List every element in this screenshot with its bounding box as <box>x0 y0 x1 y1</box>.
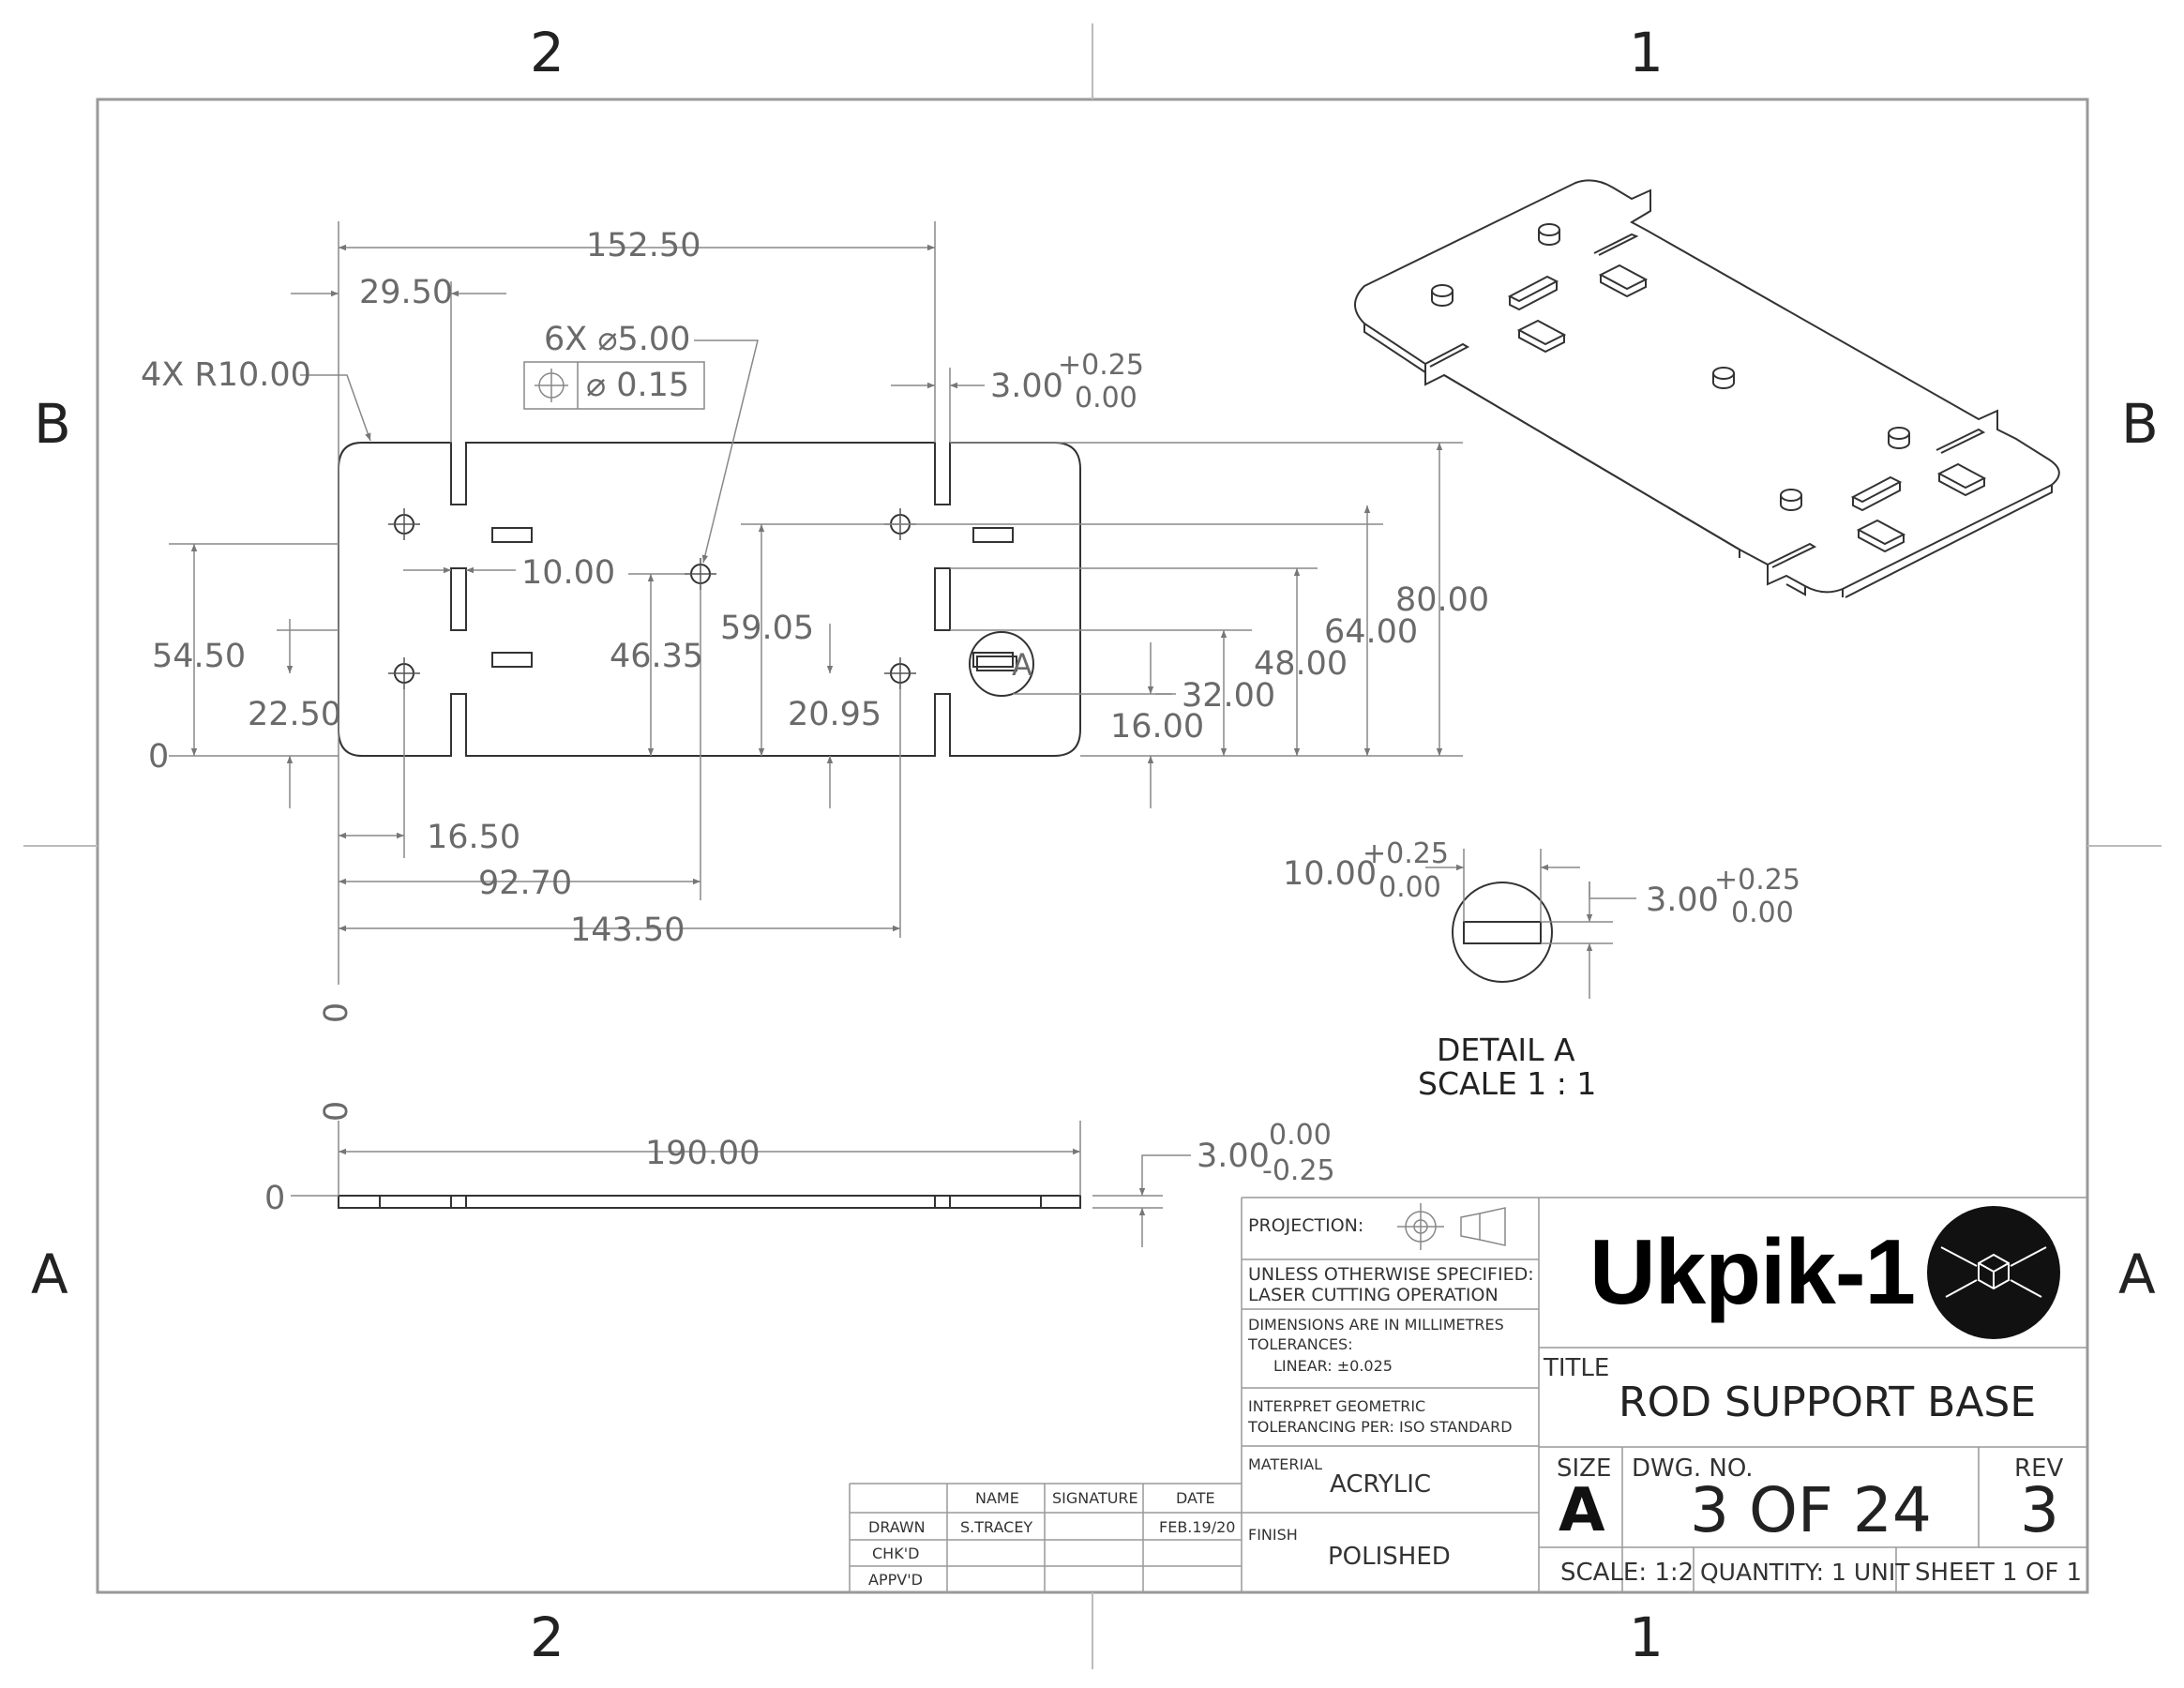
zone-label-left-a: A <box>31 1243 68 1306</box>
title-block-grid <box>849 1197 2087 1592</box>
dim-detail-slot-width: 10.00 <box>1283 855 1378 893</box>
dim-thickness: 3.00 <box>1197 1138 1270 1175</box>
drawing-title: ROD SUPPORT BASE <box>1619 1379 2037 1426</box>
position-tolerance-frame <box>523 361 705 410</box>
dim-side-datum-zero-top: 0 <box>318 1100 356 1123</box>
dim-datum-zero-left: 0 <box>148 738 170 776</box>
linear-tolerance: LINEAR: ±0.025 <box>1273 1357 1393 1375</box>
dimensions-note: DIMENSIONS ARE IN MILLIMETRES <box>1248 1316 1504 1334</box>
detail-a-scale: SCALE 1 : 1 <box>1418 1065 1597 1102</box>
dim-thickness-tol-lower: -0.25 <box>1262 1154 1335 1187</box>
detail-a-callout <box>969 631 1034 697</box>
dim-center-hole-x: 92.70 <box>478 865 573 902</box>
size-label: SIZE <box>1557 1454 1612 1483</box>
dim-slot-offset: 29.50 <box>359 274 454 311</box>
finish-value: POLISHED <box>1328 1543 1451 1571</box>
rev-label: REV <box>2014 1454 2064 1483</box>
drawing-number: 3 OF 24 <box>1690 1474 1932 1546</box>
geometric-note-2: TOLERANCING PER: ISO STANDARD <box>1248 1418 1513 1436</box>
projection-label: PROJECTION: <box>1248 1215 1364 1236</box>
dim-detail-height-tol-upper: +0.25 <box>1714 864 1800 897</box>
projection-symbol <box>1397 1203 1506 1250</box>
dim-overall-slot-span: 152.50 <box>586 227 701 264</box>
dim-overall-height: 80.00 <box>1395 581 1490 619</box>
dim-upper-hole-height: 59.05 <box>720 610 815 647</box>
signoff-role-checked: CHK'D <box>872 1545 920 1562</box>
detail-a-label: DETAIL A <box>1437 1032 1575 1068</box>
dim-hole-row-height: 54.50 <box>152 638 247 675</box>
dim-center-hole-height: 46.35 <box>610 638 704 675</box>
dim-side-datum-zero: 0 <box>264 1180 286 1217</box>
signoff-date-drawn: FEB.19/20 <box>1159 1518 1236 1536</box>
side-view-dimensions <box>291 1121 1191 1247</box>
dim-slot-length: 10.00 <box>521 554 616 592</box>
scale-value: SCALE: 1:2 <box>1560 1559 1694 1587</box>
dim-detail-width-tol-lower: 0.00 <box>1378 871 1441 904</box>
side-view-plate <box>338 1195 1081 1209</box>
dim-left-hole-x: 16.50 <box>427 819 521 856</box>
tolerances-label: TOLERANCES: <box>1248 1335 1353 1353</box>
dim-detail-width-tol-upper: +0.25 <box>1363 837 1449 870</box>
zone-label-top-2: 2 <box>530 21 565 84</box>
signoff-role-drawn: DRAWN <box>868 1518 926 1536</box>
signoff-header-signature: SIGNATURE <box>1052 1489 1138 1507</box>
signoff-name-drawn: S.TRACEY <box>960 1518 1033 1536</box>
revision-value: 3 <box>2020 1474 2059 1546</box>
zone-label-right-b: B <box>2121 392 2159 456</box>
top-view-plate <box>338 442 1081 757</box>
dim-slot-width-tol-upper: +0.25 <box>1058 349 1144 382</box>
finish-label: FINISH <box>1248 1526 1298 1544</box>
geometric-note-1: INTERPRET GEOMETRIC <box>1248 1397 1426 1415</box>
dim-hole-height-64: 64.00 <box>1324 613 1419 651</box>
title-label: TITLE <box>1544 1354 1610 1382</box>
dwg-no-label: DWG. NO. <box>1632 1454 1754 1483</box>
isometric-view <box>1354 179 2060 598</box>
spec-line-1: UNLESS OTHERWISE SPECIFIED: <box>1248 1264 1534 1285</box>
dim-thickness-tol-upper: 0.00 <box>1269 1119 1332 1152</box>
detail-a-tag: A <box>1012 647 1032 683</box>
dim-slot-width-tol-lower: 0.00 <box>1075 382 1137 414</box>
dim-right-lower-hole-height: 20.95 <box>788 696 882 733</box>
signoff-role-approved: APPV'D <box>868 1571 923 1589</box>
signoff-header-name: NAME <box>975 1489 1019 1507</box>
dim-position-tolerance: ⌀ 0.15 <box>586 367 690 404</box>
zone-label-bottom-1: 1 <box>1629 1605 1664 1669</box>
spec-line-2: LASER CUTTING OPERATION <box>1248 1285 1499 1305</box>
dim-corner-radius: 4X R10.00 <box>141 356 311 394</box>
zone-label-left-b: B <box>34 392 71 456</box>
size-value: A <box>1559 1476 1605 1545</box>
project-logo-text: Ukpik-1 <box>1589 1220 1916 1323</box>
dim-datum-zero-bottom: 0 <box>318 1002 356 1024</box>
sheet-value: SHEET 1 OF 1 <box>1915 1559 2083 1587</box>
dim-slot-height-16: 16.00 <box>1110 708 1205 746</box>
dim-slot-width: 3.00 <box>990 368 1063 405</box>
zone-ticks <box>23 23 2161 1669</box>
zone-label-top-1: 1 <box>1629 21 1664 84</box>
dim-hole-callout: 6X ⌀5.00 <box>544 321 691 358</box>
dim-overall-length: 190.00 <box>645 1135 761 1172</box>
zone-label-bottom-2: 2 <box>530 1605 565 1669</box>
detail-a-dimensions <box>1425 849 1636 999</box>
dim-detail-slot-height: 3.00 <box>1646 882 1719 919</box>
material-label: MATERIAL <box>1248 1455 1323 1473</box>
material-value: ACRYLIC <box>1330 1470 1432 1499</box>
dimension-lines <box>169 221 1463 985</box>
logo-emblem <box>1927 1206 2060 1339</box>
signoff-header-date: DATE <box>1176 1489 1215 1507</box>
dim-slot-height-48: 48.00 <box>1254 645 1348 683</box>
dim-right-hole-x: 143.50 <box>570 912 685 949</box>
dim-slot-height-32: 32.00 <box>1182 677 1276 715</box>
detail-a-view <box>1452 882 1553 983</box>
quantity-value: QUANTITY: 1 UNIT <box>1700 1559 1910 1586</box>
dim-lower-hole-height: 22.50 <box>248 696 342 733</box>
zone-label-right-a: A <box>2118 1243 2156 1306</box>
dim-detail-height-tol-lower: 0.00 <box>1731 897 1794 929</box>
sheet-border <box>96 98 2089 1594</box>
